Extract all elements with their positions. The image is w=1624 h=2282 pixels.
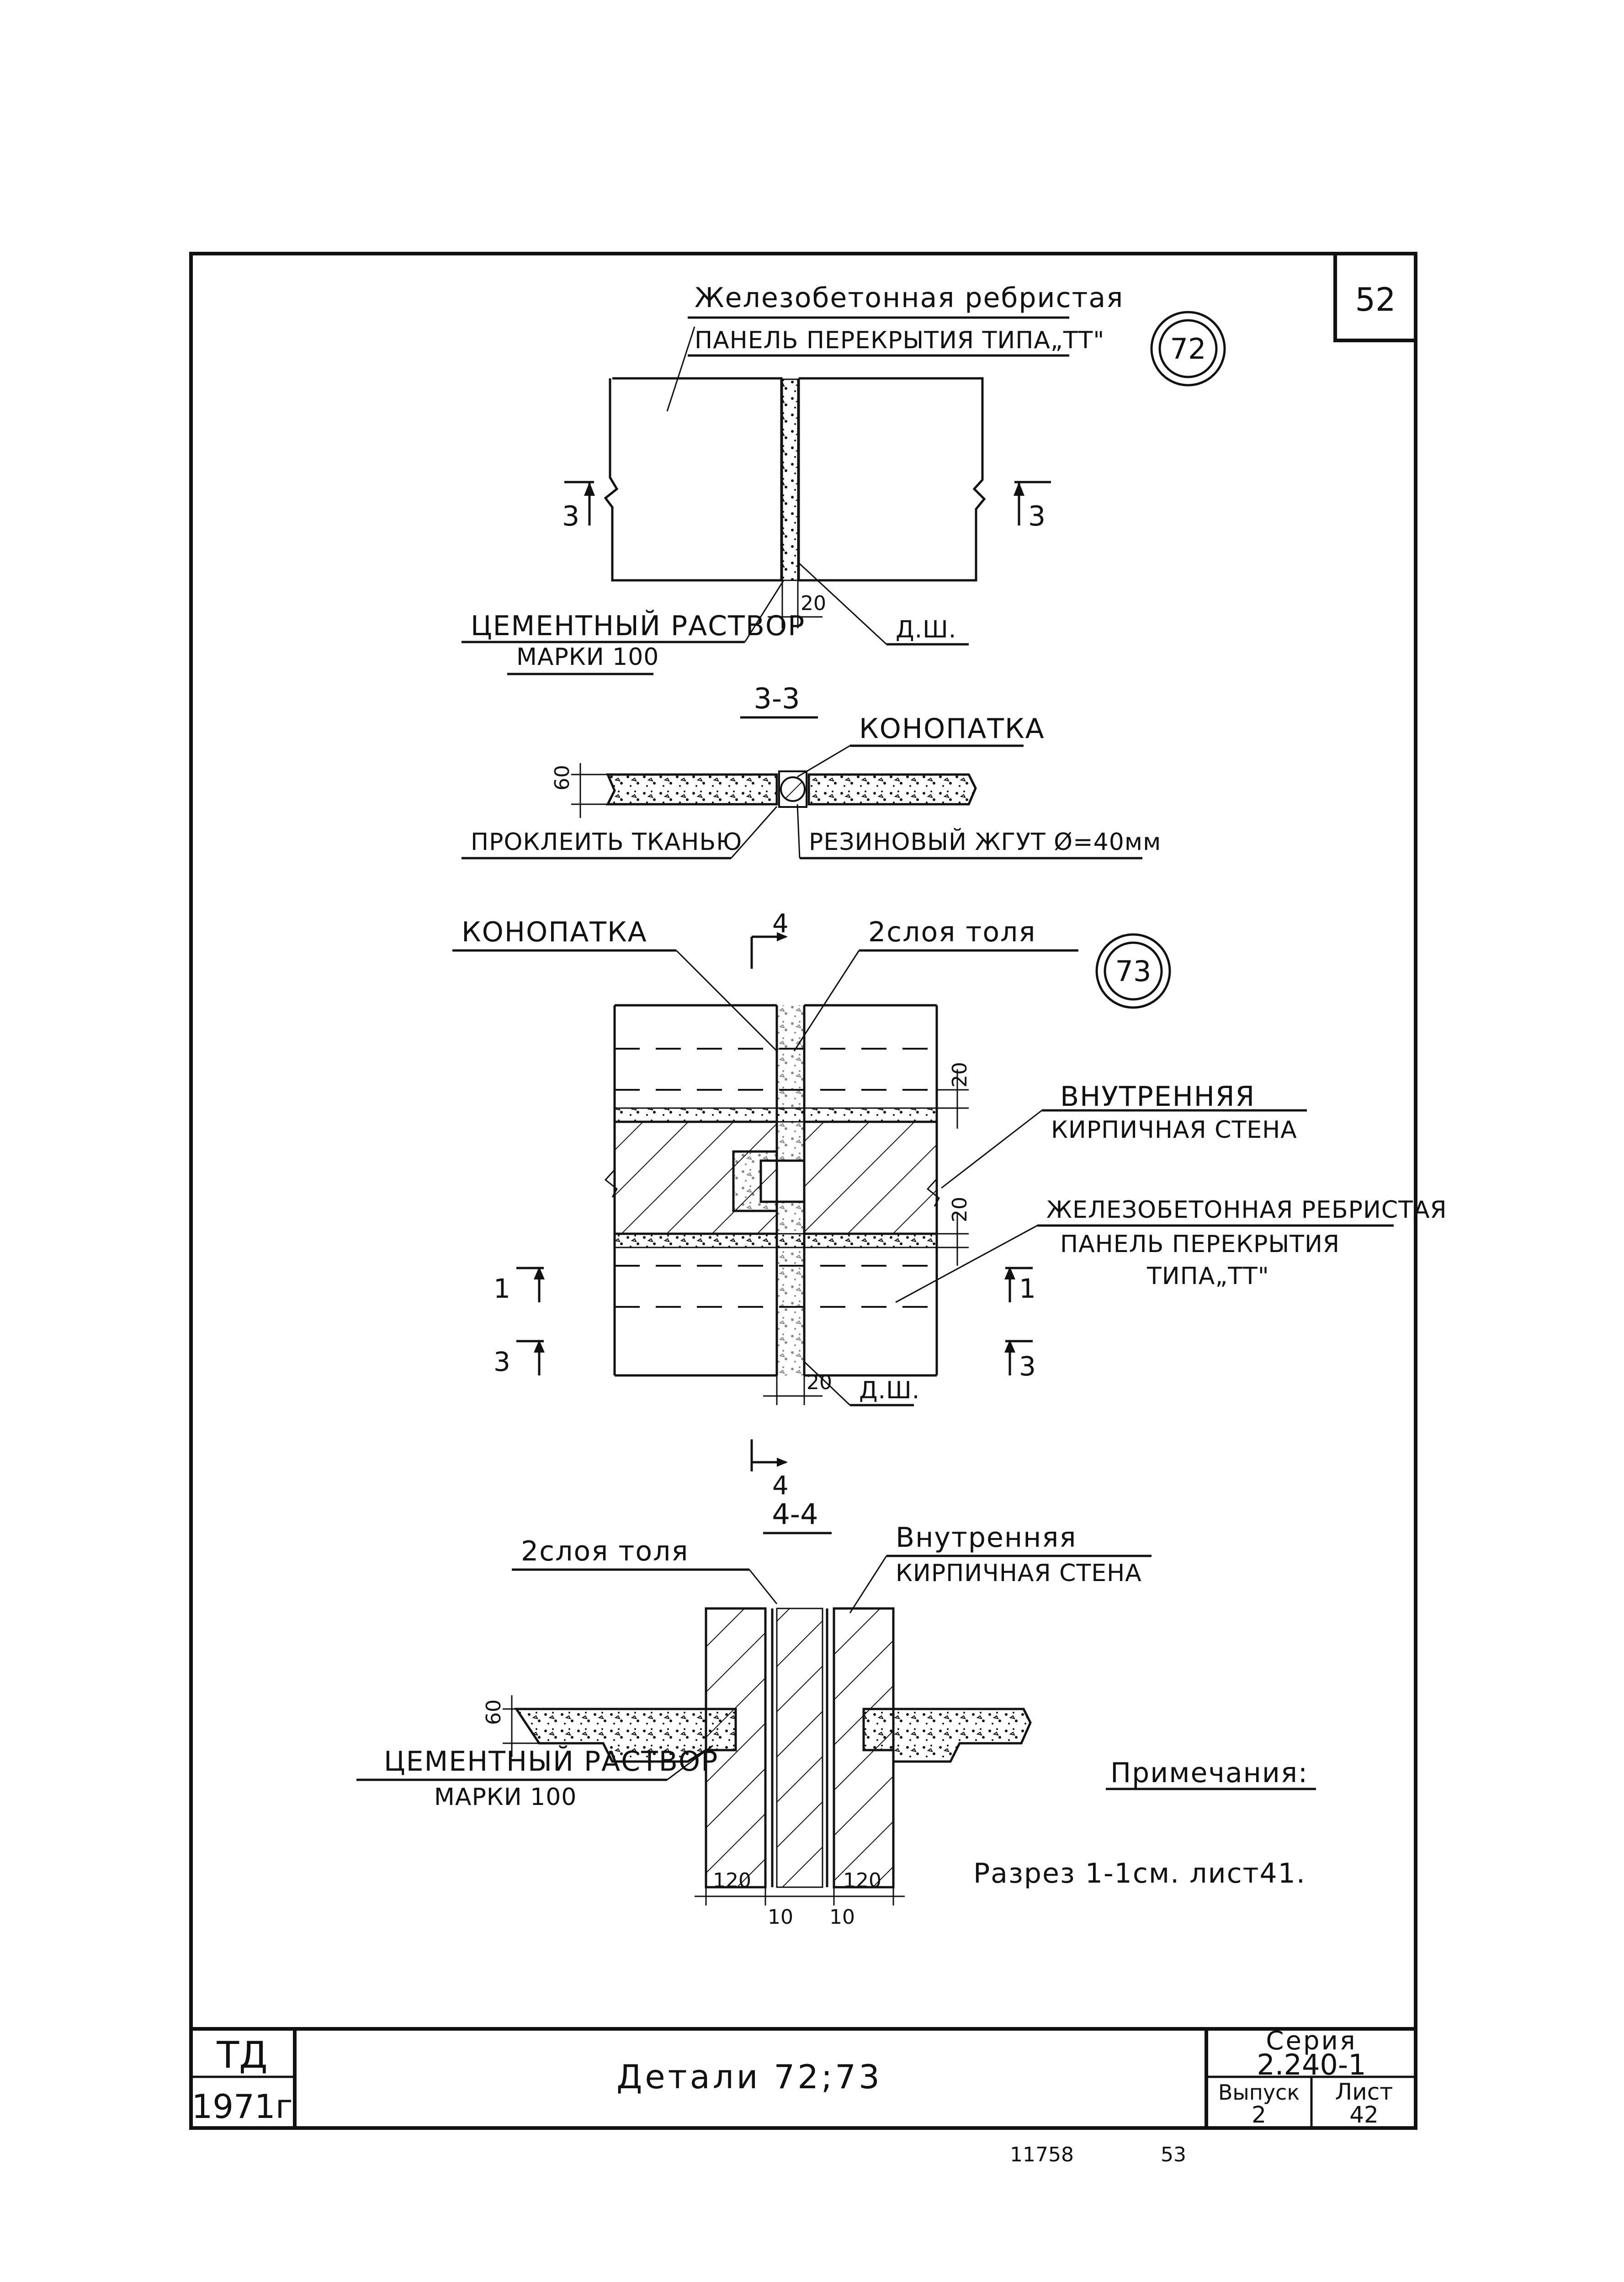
detail-72-joint — [781, 378, 799, 581]
detail-72-marker-outer — [1150, 311, 1226, 387]
detail-73-cut1-right: 1 — [1019, 1273, 1036, 1304]
section-3-3-title: 3-3 — [754, 682, 800, 715]
detail-73-cut3-right: 3 — [1019, 1351, 1036, 1382]
detail-73: 73 КОНОПАТКА 4 2слоя толя — [452, 909, 1447, 1501]
section-3-3-fabric-label: ПРОКЛЕИТЬ ТКАНЬЮ — [471, 828, 742, 856]
title-block-org: ТД — [216, 2034, 267, 2076]
detail-73-wall-label-2: КИРПИЧНАЯ СТЕНА — [1051, 1116, 1297, 1144]
section-3-3-rubber-cord — [780, 776, 806, 802]
title-block-series-value: 2.240-1 — [1257, 2048, 1366, 2081]
detail-73-seam-label: Д.Ш. — [859, 1377, 920, 1404]
section-3-3-rubber-label: РЕЗИНОВЫЙ ЖГУТ Ø=40мм — [809, 828, 1161, 856]
detail-72-panel-label-1: Железобетонная ребристая — [695, 282, 1124, 314]
footer-page: 53 — [1161, 2143, 1186, 2166]
detail-73-panel-label-2: ПАНЕЛЬ ПЕРЕКРЫТИЯ — [1060, 1231, 1340, 1258]
section-3-3-dim-60: 60 — [551, 765, 574, 791]
section-4-4-mortar-label-2: МАРКИ 100 — [434, 1783, 577, 1811]
notes-text: Разрез 1-1см. лист41. — [973, 1857, 1306, 1889]
detail-73-dim-20c: 20 — [807, 1371, 832, 1394]
detail-72-mortar-label-2: МАРКИ 100 — [516, 643, 659, 671]
title-block: ТД 1971г Детали 72;73 Серия 2.240-1 Выпу… — [191, 2026, 1416, 2128]
title-block-title: Детали 72;73 — [616, 2058, 882, 2096]
sheet-number-box — [1333, 252, 1417, 342]
detail-72-marker-number: 72 — [1170, 332, 1206, 366]
detail-72-panel-label-2: ПАНЕЛЬ ПЕРЕКРЫТИЯ ТИПА„ТТ" — [695, 327, 1104, 354]
section-4-4-mortar-label-1: ЦЕМЕНТНЫЙ РАСТВОР — [384, 1745, 718, 1778]
section-4-4-slab-left — [514, 1708, 737, 1763]
section-4-4-wall-core — [776, 1608, 823, 1888]
detail-73-tar-label: 2слоя толя — [868, 916, 1036, 948]
detail-73-cut4-top: 4 — [772, 909, 789, 939]
notes-heading: Примечания: — [1110, 1757, 1308, 1789]
section-4-4-dim-120-left: 120 — [713, 1869, 751, 1892]
section-4-4-dim-10-left: 10 — [768, 1905, 793, 1929]
section-4-4-dim-10-right: 10 — [829, 1905, 855, 1929]
detail-73-marker-number: 73 — [1115, 955, 1152, 988]
title-block-issue-label: Выпуск — [1218, 2080, 1300, 2105]
section-4-4-dim-120-right: 120 — [843, 1869, 881, 1892]
detail-73-cut3-left: 3 — [494, 1346, 510, 1377]
detail-73-cut1-left: 1 — [494, 1273, 510, 1304]
section-4-4: 4-4 2слоя толя Внутренняя КИРПИЧНАЯ СТЕН… — [356, 1497, 1152, 1929]
detail-72-dim-20: 20 — [801, 592, 826, 615]
detail-73-panel-label-1: ЖЕЛЕЗОБЕТОННАЯ РЕБРИСТАЯ — [1046, 1196, 1447, 1224]
section-3-3: 3-3 КОНОПАТКА 60 ПРОКЛЕИТЬ ТКАНЬЮ РЕЗИНО… — [462, 682, 1161, 860]
notes: Примечания: Разрез 1-1см. лист41. — [973, 1757, 1316, 1889]
title-block-year: 1971г — [191, 2087, 292, 2126]
detail-73-marker-outer — [1095, 933, 1171, 1009]
detail-73-panel-label-3: ТИПА„ТТ" — [1146, 1263, 1269, 1290]
detail-73-wall-label-1: ВНУТРЕННЯЯ — [1060, 1081, 1255, 1113]
section-4-4-wall-label-1: Внутренняя — [896, 1522, 1077, 1554]
section-4-4-title: 4-4 — [772, 1497, 818, 1531]
section-3-3-caulk-label: КОНОПАТКА — [859, 713, 1045, 745]
title-block-issue-value: 2 — [1252, 2102, 1266, 2128]
detail-73-brick-wall-right — [803, 1120, 938, 1235]
section-3-3-slab-right — [807, 773, 977, 806]
section-3-3-slab-left — [605, 773, 778, 806]
detail-73-marker-inner — [1104, 941, 1163, 1001]
detail-72-seam-label: Д.Ш. — [896, 616, 956, 643]
section-4-4-dim-60: 60 — [482, 1699, 505, 1725]
detail-72: 72 Железобетонная ребристая ПАНЕЛЬ ПЕРЕК… — [462, 282, 1226, 675]
section-4-4-wall-label-2: КИРПИЧНАЯ СТЕНА — [896, 1560, 1142, 1587]
detail-72-cut-left: 3 — [562, 500, 579, 532]
detail-72-marker-inner — [1158, 319, 1218, 378]
sheet-number: 52 — [1355, 281, 1396, 318]
detail-72-cut-right: 3 — [1028, 500, 1046, 532]
section-4-4-slab-right — [862, 1708, 1032, 1763]
footer-code: 11758 — [1010, 2143, 1074, 2166]
detail-73-cut4-bottom: 4 — [772, 1471, 789, 1501]
section-4-4-tar-label: 2слоя толя — [521, 1535, 689, 1567]
title-block-sheet-label: Лист — [1335, 2079, 1393, 2105]
detail-73-dim-20a: 20 — [948, 1062, 971, 1088]
title-block-series-label: Серия — [1266, 2026, 1357, 2056]
detail-73-dim-20b: 20 — [948, 1197, 971, 1222]
detail-73-caulk-label: КОНОПАТКА — [462, 916, 647, 948]
title-block-sheet-value: 42 — [1349, 2102, 1379, 2128]
sheet-frame — [189, 252, 1417, 2130]
